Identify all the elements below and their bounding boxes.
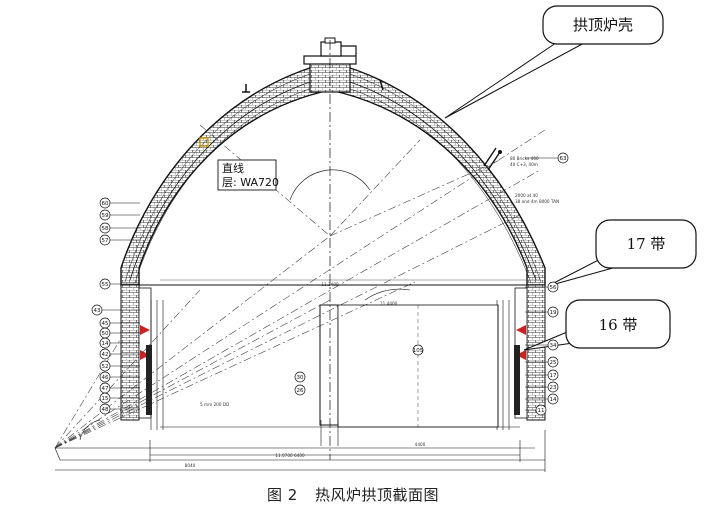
part-label-text: 26 <box>297 388 304 394</box>
construction-lines <box>54 124 546 449</box>
part-label-text: 60 <box>102 201 109 207</box>
cad-tooltip: 直线 层: WA720 <box>199 137 279 191</box>
checker-chamber <box>319 304 499 428</box>
part-label-26: 26 <box>294 384 306 396</box>
part-label-14: 14 <box>99 337 140 349</box>
part-label-text: 105 <box>413 348 424 354</box>
part-label-57: 57 <box>99 234 140 246</box>
part-label-text: 25 <box>550 360 557 366</box>
part-label-text: 59 <box>102 213 109 219</box>
part-label-30: 30 <box>294 371 306 383</box>
part-label-text: 19 <box>550 310 557 316</box>
svg-text:11.4400: 11.4400 <box>380 301 398 306</box>
callout-dome-shell: 拱顶炉壳 <box>444 5 664 119</box>
left-wall <box>120 284 164 430</box>
svg-text:8040: 8040 <box>185 463 196 468</box>
part-label-text: 11 <box>538 408 545 414</box>
callout-belt-16-text: 16 带 <box>599 316 638 334</box>
part-label-23: 23 <box>525 381 559 393</box>
caption-title: 热风炉拱顶截面图 <box>315 486 440 504</box>
part-label-text: 55 <box>102 282 109 288</box>
part-label-14: 14 <box>525 393 559 405</box>
part-label-text: 45 <box>102 321 109 327</box>
part-label-45: 45 <box>99 317 140 329</box>
part-label-text: 46 <box>102 375 109 381</box>
part-label-text: 58 <box>102 226 109 232</box>
part-label-text: 48 <box>102 407 109 413</box>
part-label-105: 105 <box>412 344 424 356</box>
part-label-58: 58 <box>99 222 140 234</box>
caption-label: 图 2 <box>266 486 298 504</box>
part-label-text: 52 <box>102 364 109 370</box>
part-label-text: 14 <box>550 397 557 403</box>
part-label-17: 17 <box>525 369 559 381</box>
callout-dome-shell-text: 拱顶炉壳 <box>573 16 633 34</box>
tooltip-line-2: 层: WA720 <box>222 176 279 189</box>
part-label-text: 42 <box>102 352 109 358</box>
part-label-15: 15 <box>99 392 140 404</box>
part-label-text: 57 <box>102 238 109 244</box>
part-label-42: 42 <box>99 348 140 360</box>
part-label-text: 14 <box>102 341 109 347</box>
part-label-text: 23 <box>550 385 557 391</box>
part-label-text: 34 <box>550 343 557 349</box>
part-label-52: 52 <box>99 360 140 372</box>
part-label-11: 11 <box>525 404 547 416</box>
angle-arcs <box>79 169 411 441</box>
part-labels-center: 105 30 26 <box>294 344 424 396</box>
callout-belt-17-text: 17 带 <box>627 235 666 253</box>
right-wall <box>496 284 546 430</box>
part-label-19: 19 <box>525 306 559 318</box>
part-label-63: 63 <box>525 152 569 164</box>
part-label-text: 15 <box>102 396 109 402</box>
callout-belt-16: 16 带 <box>523 299 671 351</box>
part-label-text: 63 <box>560 156 567 162</box>
part-label-25: 25 <box>525 356 559 368</box>
svg-text:40 C+3, 40m: 40 C+3, 40m <box>510 162 538 167</box>
part-labels-left: 60 59 58 57 55 43 45 50 14 42 52 46 47 15 48 <box>91 197 140 415</box>
part-label-text: 43 <box>94 308 101 314</box>
dome-side-pipe <box>483 147 502 171</box>
part-labels-right: 63 56 19 34 25 17 23 14 11 <box>525 152 569 416</box>
svg-text:2000 at 40: 2000 at 40 <box>515 193 538 198</box>
callout-belt-17: 17 带 <box>547 219 697 287</box>
figure-caption: 图 2 热风炉拱顶截面图 <box>0 484 706 505</box>
part-label-60: 60 <box>99 197 140 209</box>
part-label-text: 30 <box>297 375 304 381</box>
part-label-59: 59 <box>99 209 140 221</box>
svg-text:38 and 4m 8000 TAN: 38 and 4m 8000 TAN <box>515 199 559 204</box>
tooltip-line-1: 直线 <box>222 161 244 175</box>
svg-text:11.0700 6400: 11.0700 6400 <box>275 453 305 458</box>
part-label-text: 56 <box>550 285 557 291</box>
svg-text:11.3400: 11.3400 <box>321 282 339 287</box>
svg-text:4400: 4400 <box>415 442 426 447</box>
part-label-text: 17 <box>550 373 557 379</box>
part-label-text: 50 <box>102 331 109 337</box>
part-label-48: 48 <box>99 403 140 415</box>
part-label-56: 56 <box>525 281 559 293</box>
part-label-text: 47 <box>102 386 109 392</box>
part-label-55: 55 <box>99 278 140 290</box>
svg-text:80 Bricks 400: 80 Bricks 400 <box>510 156 539 161</box>
dimension-lines <box>54 420 546 472</box>
part-label-43: 43 <box>91 304 140 316</box>
part-label-46: 46 <box>99 371 140 383</box>
part-label-34: 34 <box>525 339 559 351</box>
svg-text:5 mm 200 DD: 5 mm 200 DD <box>200 402 229 407</box>
